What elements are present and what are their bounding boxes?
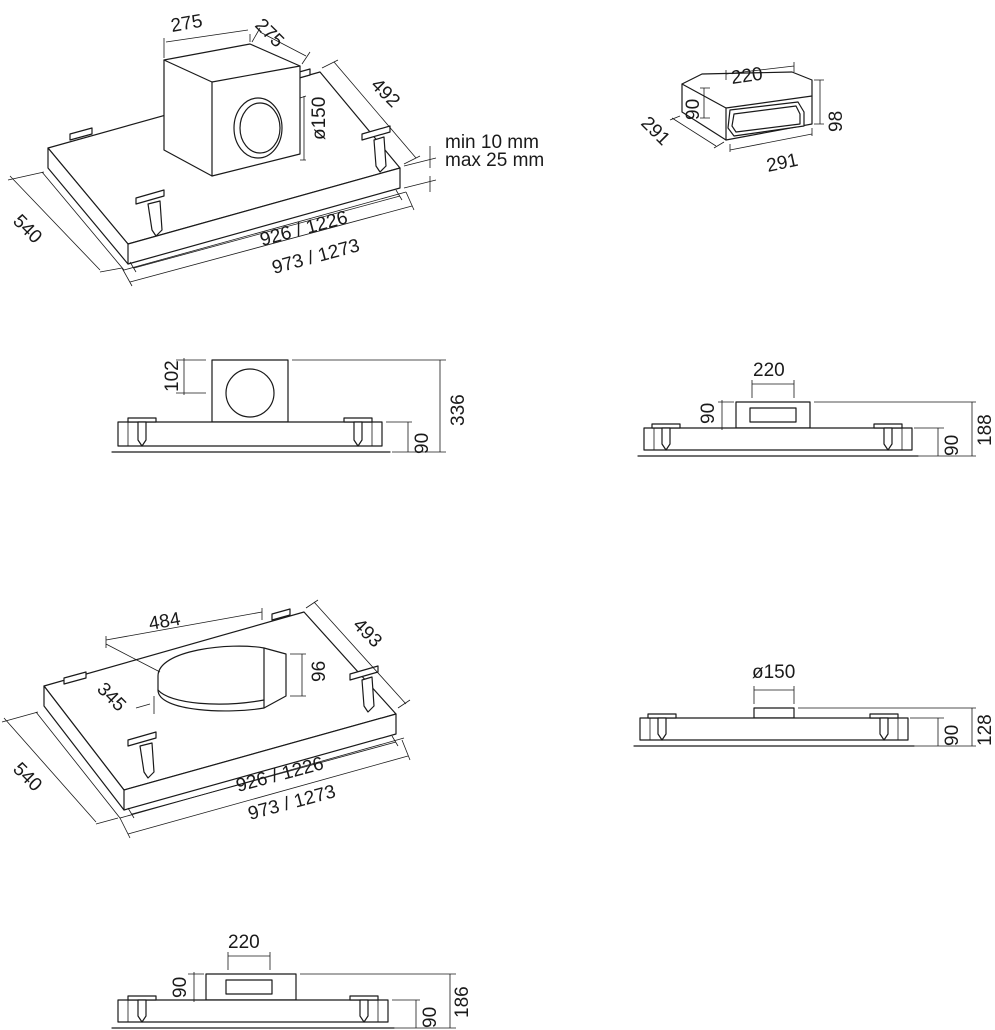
dim-duct-height: 90 bbox=[698, 403, 719, 424]
front-view-flat-duct-bottom bbox=[111, 952, 456, 1029]
dim-duct-height: 96 bbox=[309, 661, 330, 682]
dim-duct-width: 220 bbox=[753, 360, 785, 381]
dim-adaptor-height: 90 bbox=[683, 99, 704, 120]
dim-adaptor-depth-left: 291 bbox=[636, 113, 673, 150]
dim-outlet-offset: 102 bbox=[162, 360, 183, 392]
front-view-flat-duct bbox=[637, 380, 976, 457]
iso-view-round-duct bbox=[1, 599, 411, 839]
dim-body-height: 90 bbox=[420, 1007, 441, 1028]
dim-outlet-diameter: ø150 bbox=[752, 662, 795, 683]
dim-adaptor-depth-bottom: 291 bbox=[765, 150, 800, 177]
dim-body-height: 90 bbox=[942, 725, 963, 746]
dim-hood-width: 540 bbox=[8, 211, 45, 248]
dim-adaptor-total-height: 98 bbox=[826, 111, 847, 132]
dim-body-height: 90 bbox=[412, 433, 433, 454]
dim-duct-height: 90 bbox=[170, 977, 191, 998]
dim-duct-width: 220 bbox=[228, 932, 260, 953]
front-view-box-motor bbox=[111, 358, 446, 453]
iso-view-box-motor bbox=[7, 27, 437, 287]
dim-total-height: 128 bbox=[975, 714, 995, 746]
dim-gap-max: max 25 mm bbox=[445, 150, 544, 171]
dim-gap-min: min 10 mm bbox=[445, 132, 539, 153]
dim-body-height: 90 bbox=[942, 435, 963, 456]
dim-outlet-diameter: ø150 bbox=[309, 97, 330, 140]
dim-duct-length: 484 bbox=[147, 609, 182, 635]
dim-adaptor-width: 220 bbox=[730, 64, 764, 89]
iso-view-duct-adaptor bbox=[669, 62, 824, 152]
dim-total-height: 186 bbox=[452, 986, 473, 1018]
dim-total-height: 336 bbox=[448, 394, 469, 426]
dim-hood-width: 540 bbox=[8, 759, 45, 796]
dim-total-height: 188 bbox=[975, 414, 995, 446]
dim-box-width: 275 bbox=[169, 11, 204, 37]
front-view-round-outlet bbox=[633, 686, 976, 747]
